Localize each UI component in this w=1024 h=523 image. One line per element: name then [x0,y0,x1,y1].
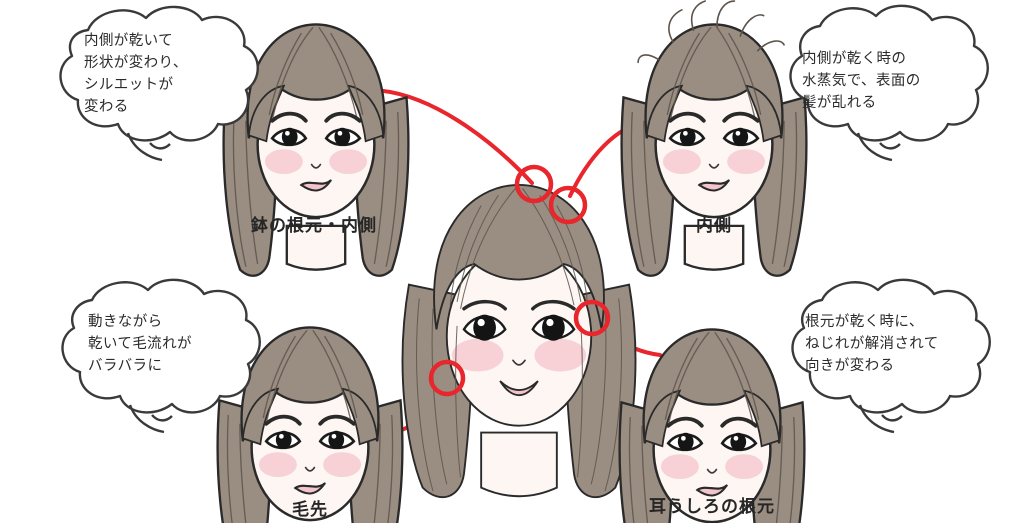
bubble-bottom-right [791,278,991,414]
bubble-top-right [789,4,989,142]
node-label-top-left: 鉢の根元・内側 [251,216,377,236]
node-label-top-right: 内側 [696,216,732,236]
bubble-tail-dot-top-left [149,142,171,150]
bubble-tail-top-right [856,132,893,162]
bubble-tail-bottom-left [128,404,165,434]
bubble-tail-dot-bottom-left [151,414,173,422]
connector-top-left [370,88,534,185]
bubble-tail-top-left [126,132,163,162]
bubble-tail-dot-top-right [879,142,901,150]
marker-crown [514,164,554,204]
bubble-tail-bottom-right [858,404,895,434]
bubble-text-top-left: 内側が乾いて 形状が変わり、 シルエットが 変わる [84,33,188,115]
bubble-bottom-left [61,278,261,414]
marker-circles [428,164,611,397]
node-label-bottom-left: 毛先 [292,500,328,520]
speech-bubbles [59,4,991,434]
node-label-bottom-right: 耳うしろの根元 [649,497,775,517]
head-illustration-uchigawa [619,0,809,278]
bubble-text-bottom-left: 動きながら 乾いて毛流れが バラバラに [88,314,192,374]
bubble-top-left [59,5,259,142]
bubble-text-top-right: 内側が乾く時の 水蒸気で、表面の 髪が乱れる [802,51,921,111]
marker-hair-tip [428,359,466,397]
central-head-illustration [401,183,637,499]
bubble-text-bottom-right: 根元が乾く時に、 ねじれが解消されて 向きが変わる [805,314,939,374]
frizz-strands [637,0,785,64]
marker-inner-side [548,185,588,225]
marker-behind-ear [573,299,611,337]
bubble-tail-dot-bottom-right [881,414,903,422]
